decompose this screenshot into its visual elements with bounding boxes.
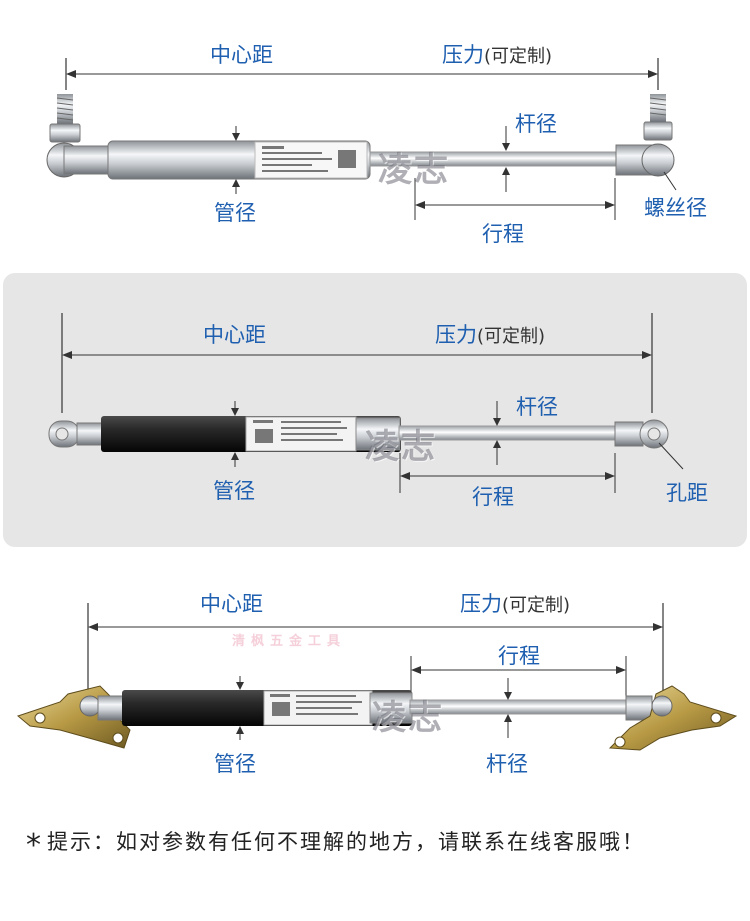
right-eyelet-hole [647, 427, 661, 441]
pressure-label-group: 压力(可定制) [460, 594, 570, 615]
footer-tip-text: 提示：如对参数有任何不理解的地方，请联系在线客服哦！ [47, 830, 645, 854]
right-end-cap [614, 421, 644, 447]
left-end-cap [76, 422, 104, 446]
stroke-label: 行程 [472, 485, 514, 509]
arrowhead [502, 143, 510, 151]
arrowhead [232, 179, 240, 187]
arrowhead [493, 418, 501, 426]
footer-tip: *提示：如对参数有任何不理解的地方，请联系在线客服哦！ [26, 826, 645, 863]
brand-watermark: 凌志 [372, 698, 444, 738]
arrowhead [493, 440, 501, 448]
tube-diameter-label: 管径 [214, 201, 256, 225]
left-end-cap [97, 695, 125, 721]
brand-watermark: 凌志 [365, 427, 437, 467]
right-hex-nut [643, 121, 673, 141]
thread-diameter-leader [663, 171, 677, 191]
diagram-bracket-gas-spring: 中心距 压力(可定制) 行程 管径 杆径 凌志 清枫五金工具 [0, 578, 750, 808]
arrowhead [88, 623, 98, 631]
diagram-eyelet-gas-spring: 中心距 压力(可定制) 杆径 管径 行程 孔距 凌志 [3, 273, 747, 547]
arrowhead [605, 201, 615, 209]
eyelet-spring-drawing [48, 313, 684, 493]
arrowhead [504, 714, 512, 722]
arrowhead [411, 666, 421, 674]
right-mounting-bracket [608, 685, 738, 751]
left-pivot [79, 695, 101, 717]
right-bracket-hole [614, 736, 626, 748]
diagram-threaded-gas-spring: 中心距 压力(可定制) 杆径 管径 行程 螺丝径 凌志 [0, 0, 750, 262]
stroke-label: 行程 [482, 222, 524, 246]
thread-diameter-label: 螺丝径 [644, 196, 707, 220]
asterisk-icon: * [26, 828, 43, 863]
pressure-label: 压力 [442, 43, 484, 67]
pressure-customizable-note: (可定制) [502, 595, 571, 616]
arrowhead [66, 70, 76, 78]
arrowhead [231, 452, 239, 460]
center-distance-label: 中心距 [210, 43, 273, 67]
rod-diameter-label: 杆径 [516, 395, 558, 419]
arrowhead [236, 682, 244, 690]
pressure-label: 压力 [460, 592, 502, 616]
arrowhead [236, 726, 244, 734]
right-end-cap [625, 695, 653, 721]
arrowhead [648, 70, 658, 78]
pressure-customizable-note: (可定制) [484, 46, 553, 67]
shop-watermark: 清枫五金工具 [232, 634, 347, 649]
arrowhead [616, 666, 626, 674]
arrowhead [642, 351, 652, 359]
right-pivot [651, 695, 673, 717]
center-distance-label: 中心距 [200, 592, 263, 616]
left-eyelet-hole [55, 427, 69, 441]
pressure-customizable-note: (可定制) [477, 326, 546, 347]
tube-end-collar [369, 692, 413, 724]
hole-distance-label: 孔距 [666, 481, 708, 505]
arrowhead [653, 623, 663, 631]
center-distance-label: 中心距 [203, 323, 266, 347]
brand-watermark: 凌志 [378, 150, 450, 190]
rod-diameter-label: 杆径 [515, 112, 557, 136]
left-hex-nut [49, 123, 81, 143]
right-ball-socket [641, 143, 675, 177]
threaded-spring-drawing [46, 58, 677, 220]
arrowhead [62, 351, 72, 359]
bracket-spring-drawing [16, 603, 738, 751]
arrowhead [502, 167, 510, 175]
hole-distance-leader [658, 442, 684, 470]
arrowhead [504, 692, 512, 700]
pressure-label: 压力 [435, 323, 477, 347]
right-bracket-hole [710, 712, 722, 724]
arrowhead [400, 472, 410, 480]
left-bracket-hole [112, 732, 124, 744]
stroke-label: 行程 [498, 644, 540, 668]
rod-diameter-label: 杆径 [486, 752, 528, 776]
tube-end-collar [355, 417, 401, 451]
tube-diameter-label: 管径 [213, 479, 255, 503]
pressure-label-group: 压力(可定制) [435, 325, 545, 346]
left-bracket-hole [34, 712, 46, 724]
tube-diameter-label: 管径 [214, 752, 256, 776]
arrowhead [231, 408, 239, 416]
arrowhead [232, 133, 240, 141]
arrowhead [415, 201, 425, 209]
left-end-fitting [63, 145, 113, 175]
arrowhead [605, 472, 615, 480]
pressure-label-group: 压力(可定制) [442, 45, 552, 66]
